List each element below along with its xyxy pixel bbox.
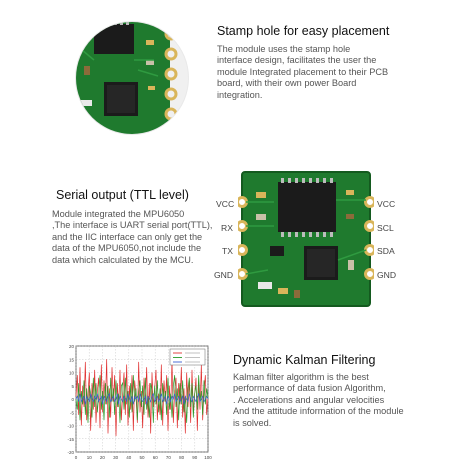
stamp-hole-closeup-image (74, 20, 190, 136)
x-tick-label: 0 (75, 455, 78, 460)
pin-label-scl: SCL (377, 223, 394, 233)
kalman-title: Dynamic Kalman Filtering (233, 353, 376, 367)
x-tick-label: 90 (192, 455, 198, 460)
series-line (75, 392, 209, 405)
mpu6050-module-image (238, 170, 374, 308)
y-tick-label: -15 (67, 437, 74, 442)
y-tick-label: -20 (67, 450, 74, 455)
legend-box (169, 348, 206, 366)
pin-label-rx: RX (221, 223, 233, 233)
serial-output-title: Serial output (TTL level) (56, 188, 189, 202)
x-tick-label: 60 (153, 455, 159, 460)
x-tick-label: 50 (139, 455, 145, 460)
y-tick-label: 5 (71, 384, 74, 389)
pin-label-tx: TX (222, 246, 233, 256)
x-tick-label: 100 (204, 455, 212, 460)
series-line (75, 375, 209, 423)
pin-label-sda: SDA (377, 246, 395, 256)
stamp-hole-description: The module uses the stamp hole interface… (217, 44, 389, 100)
pin-label-vcc-right: VCC (377, 199, 396, 209)
x-tick-label: 20 (100, 455, 106, 460)
y-tick-label: 20 (69, 344, 75, 349)
pin-label-gnd-left: GND (214, 270, 234, 280)
y-tick-label: -5 (70, 410, 74, 415)
serial-output-description: Module integrated the MPU6050 ,The inter… (52, 209, 213, 265)
y-tick-label: 15 (69, 357, 75, 362)
x-tick-label: 30 (113, 455, 119, 460)
x-tick-label: 80 (179, 455, 185, 460)
stamp-hole-title: Stamp hole for easy placement (217, 24, 390, 38)
y-tick-label: 0 (71, 397, 74, 402)
pin-label-vcc-left: VCC (216, 199, 235, 209)
kalman-description: Kalman filter algorithm is the best perf… (233, 372, 404, 428)
x-tick-label: 70 (166, 455, 172, 460)
x-tick-label: 10 (87, 455, 93, 460)
pin-label-gnd-right: GND (377, 270, 397, 280)
x-tick-label: 40 (126, 455, 132, 460)
y-tick-label: -10 (67, 424, 74, 429)
y-tick-label: 10 (69, 371, 75, 376)
